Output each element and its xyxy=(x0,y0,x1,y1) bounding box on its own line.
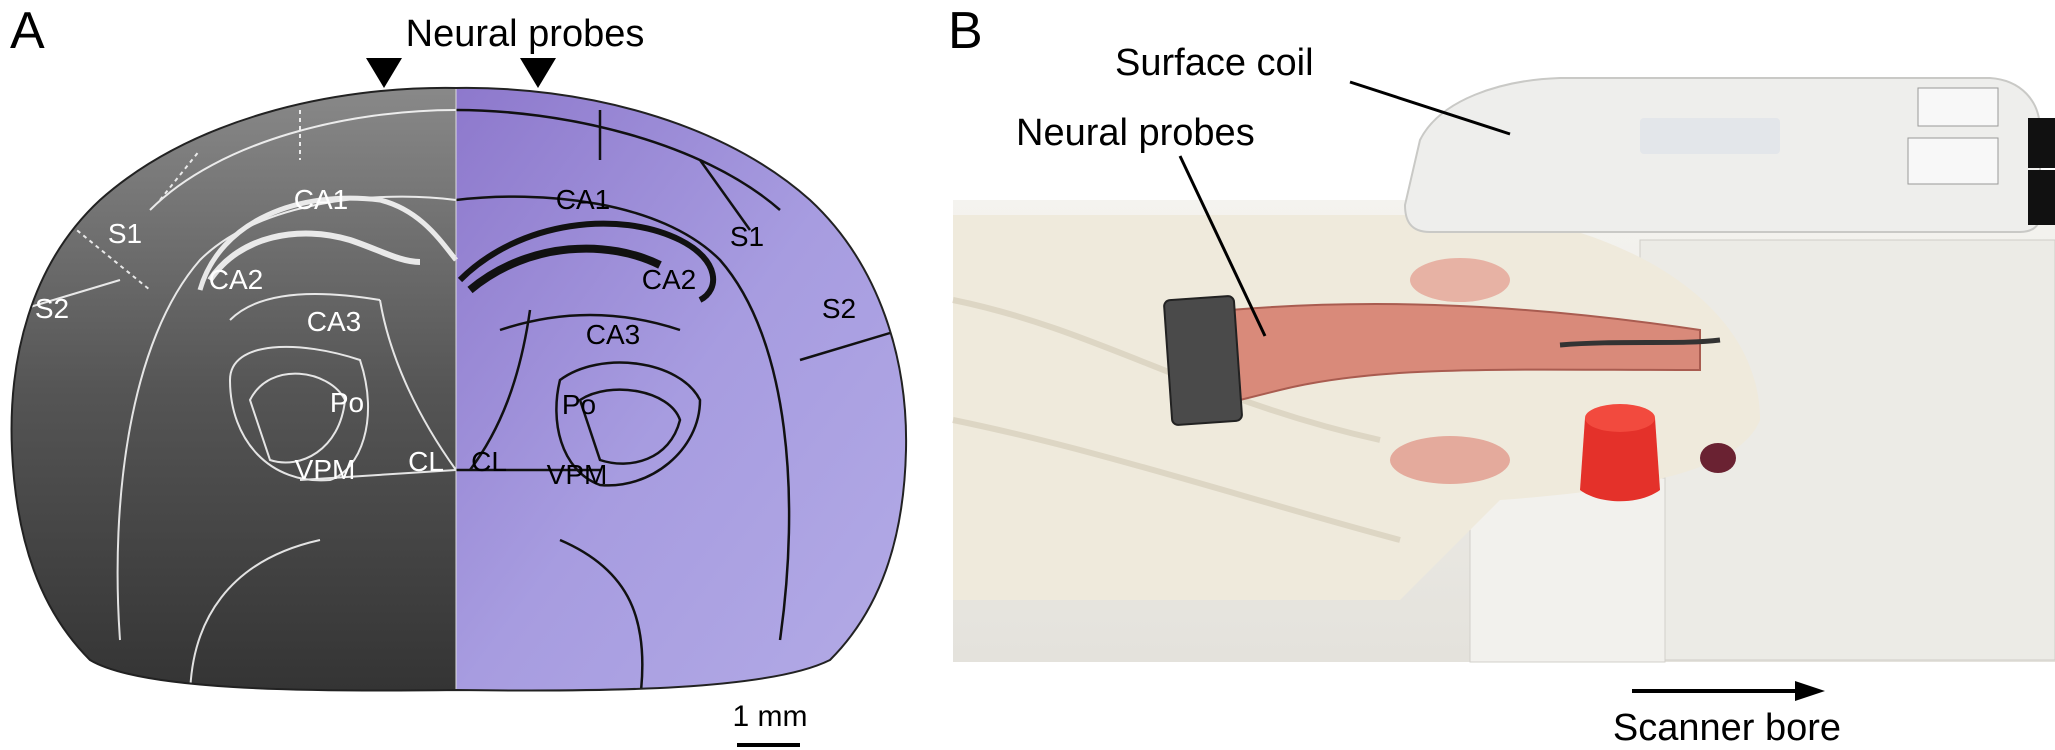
rat-eye xyxy=(1700,443,1736,473)
left-atlas-overlay xyxy=(19,109,458,691)
neural-probes-photo-label: Neural probes xyxy=(1016,112,1255,154)
right-label-ca3: CA3 xyxy=(586,319,640,350)
rat-body xyxy=(953,215,1760,600)
suture xyxy=(1559,337,1721,348)
right-label-cl: CL xyxy=(471,446,507,477)
rat-ear xyxy=(1410,258,1510,302)
photo xyxy=(952,200,2055,663)
left-label-s1: S1 xyxy=(108,218,142,249)
probe-cable xyxy=(1228,303,1701,402)
surface-coil xyxy=(1403,77,2055,233)
brain-outline xyxy=(10,86,908,692)
right-label-po: Po xyxy=(562,389,596,420)
rat-ear xyxy=(1390,436,1510,484)
left-label-po: Po xyxy=(330,387,364,418)
scale-bar-label: 1 mm xyxy=(733,700,808,733)
brain-section xyxy=(11,87,907,691)
panel-a: A Neural probes xyxy=(10,2,908,747)
arrow-right-icon xyxy=(1795,681,1825,701)
coil-sticker xyxy=(1917,87,1999,127)
surface-coil-label: Surface coil xyxy=(1115,42,1314,84)
ear-bar-block xyxy=(1469,477,1666,663)
left-label-ca2: CA2 xyxy=(209,264,263,295)
right-label-s1: S1 xyxy=(730,221,764,252)
scanner-bore-label: Scanner bore xyxy=(1613,707,1841,749)
left-label-ca1: CA1 xyxy=(294,184,348,215)
red-cap xyxy=(1580,418,1660,502)
left-label-cl: CL xyxy=(408,446,444,477)
coil-cable xyxy=(2028,118,2055,168)
panel-b-label: B xyxy=(948,2,983,60)
right-label-vpm: VPM xyxy=(547,459,608,490)
fur-texture xyxy=(952,297,1381,443)
left-label-vpm: VPM xyxy=(295,454,356,485)
probe-arrow-left-icon xyxy=(366,58,402,88)
coil-sticker xyxy=(1907,137,1999,185)
mri-half xyxy=(11,87,456,691)
right-label-ca1: CA1 xyxy=(556,184,610,215)
left-label-s2: S2 xyxy=(35,293,69,324)
panel-b: B Surface coil Neural pr xyxy=(948,2,2055,749)
panel-a-label: A xyxy=(10,2,45,60)
histology-half xyxy=(456,87,907,691)
coil-cable xyxy=(2028,170,2055,225)
surface-coil-pointer xyxy=(1349,80,1511,136)
right-label-s2: S2 xyxy=(822,293,856,324)
right-label-ca2: CA2 xyxy=(642,264,696,295)
probe-connector xyxy=(1163,295,1243,426)
fur-texture xyxy=(952,417,1401,543)
neural-probes-pointer xyxy=(1178,155,1267,337)
right-atlas-overlay xyxy=(455,108,901,691)
neural-probes-label: Neural probes xyxy=(406,13,645,55)
left-label-ca3: CA3 xyxy=(307,306,361,337)
coil-logo-sticker xyxy=(1640,118,1780,154)
probe-arrow-right-icon xyxy=(520,58,556,88)
red-cap-top xyxy=(1585,404,1655,432)
